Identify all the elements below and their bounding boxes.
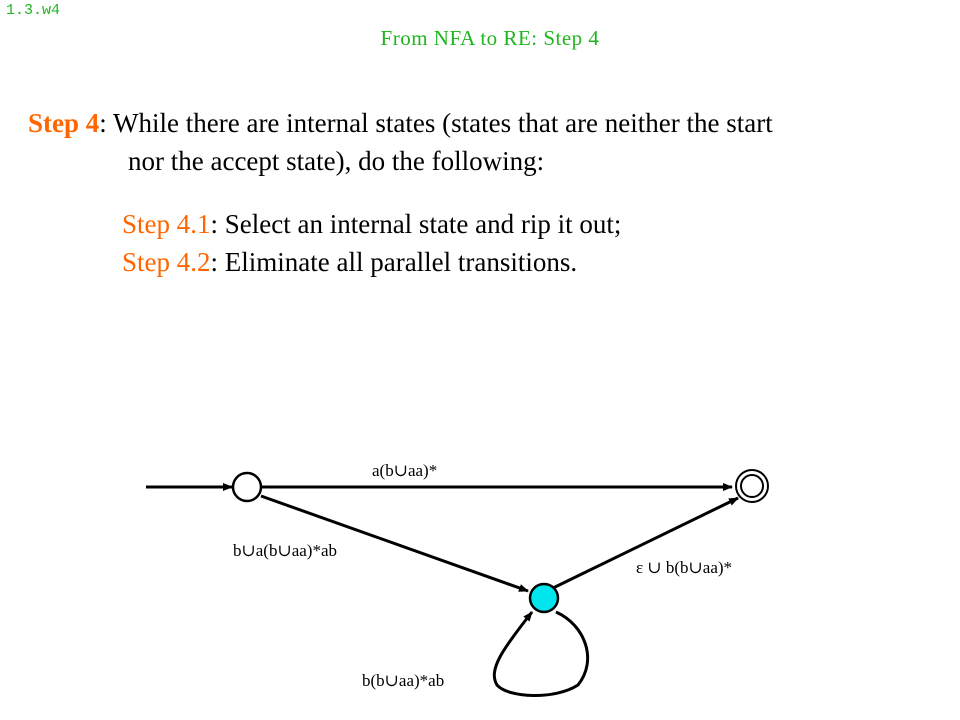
step41-label: Step 4.1 [122,209,211,239]
label-internal-loop: b(b∪aa)*ab [362,671,444,690]
slide-body: Step 4: While there are internal states … [28,104,773,281]
edge-internal-to-accept [552,496,739,590]
step41-text: : Select an internal state and rip it ou… [210,209,622,239]
step42-label: Step 4.2 [122,247,211,277]
slide-title: From NFA to RE: Step 4 [380,26,600,50]
label-start-to-accept: a(b∪aa)* [372,461,437,480]
edge-start-to-internal [260,494,529,593]
accept-state-inner [740,474,764,498]
start-state [231,471,263,503]
step42-line: Step 4.2: Eliminate all parallel transit… [28,243,773,281]
step42-text: : Eliminate all parallel transitions. [210,247,578,277]
slide-number: 1.3.w4 [6,2,61,19]
step4-label: Step 4 [28,108,100,138]
label-internal-to-accept: ε ∪ b(b∪aa)* [636,558,732,577]
internal-state [528,582,560,614]
step4-text-line2: nor the accept state), do the following: [128,146,545,176]
step4-line2: nor the accept state), do the following: [28,142,773,180]
step4-line1: Step 4: While there are internal states … [28,104,773,142]
step41-line: Step 4.1: Select an internal state and r… [28,205,773,243]
edge-internal-loop [492,610,590,697]
step4-text-line1: : While there are internal states (state… [99,108,773,138]
label-start-to-internal: b∪a(b∪aa)*ab [233,541,337,560]
